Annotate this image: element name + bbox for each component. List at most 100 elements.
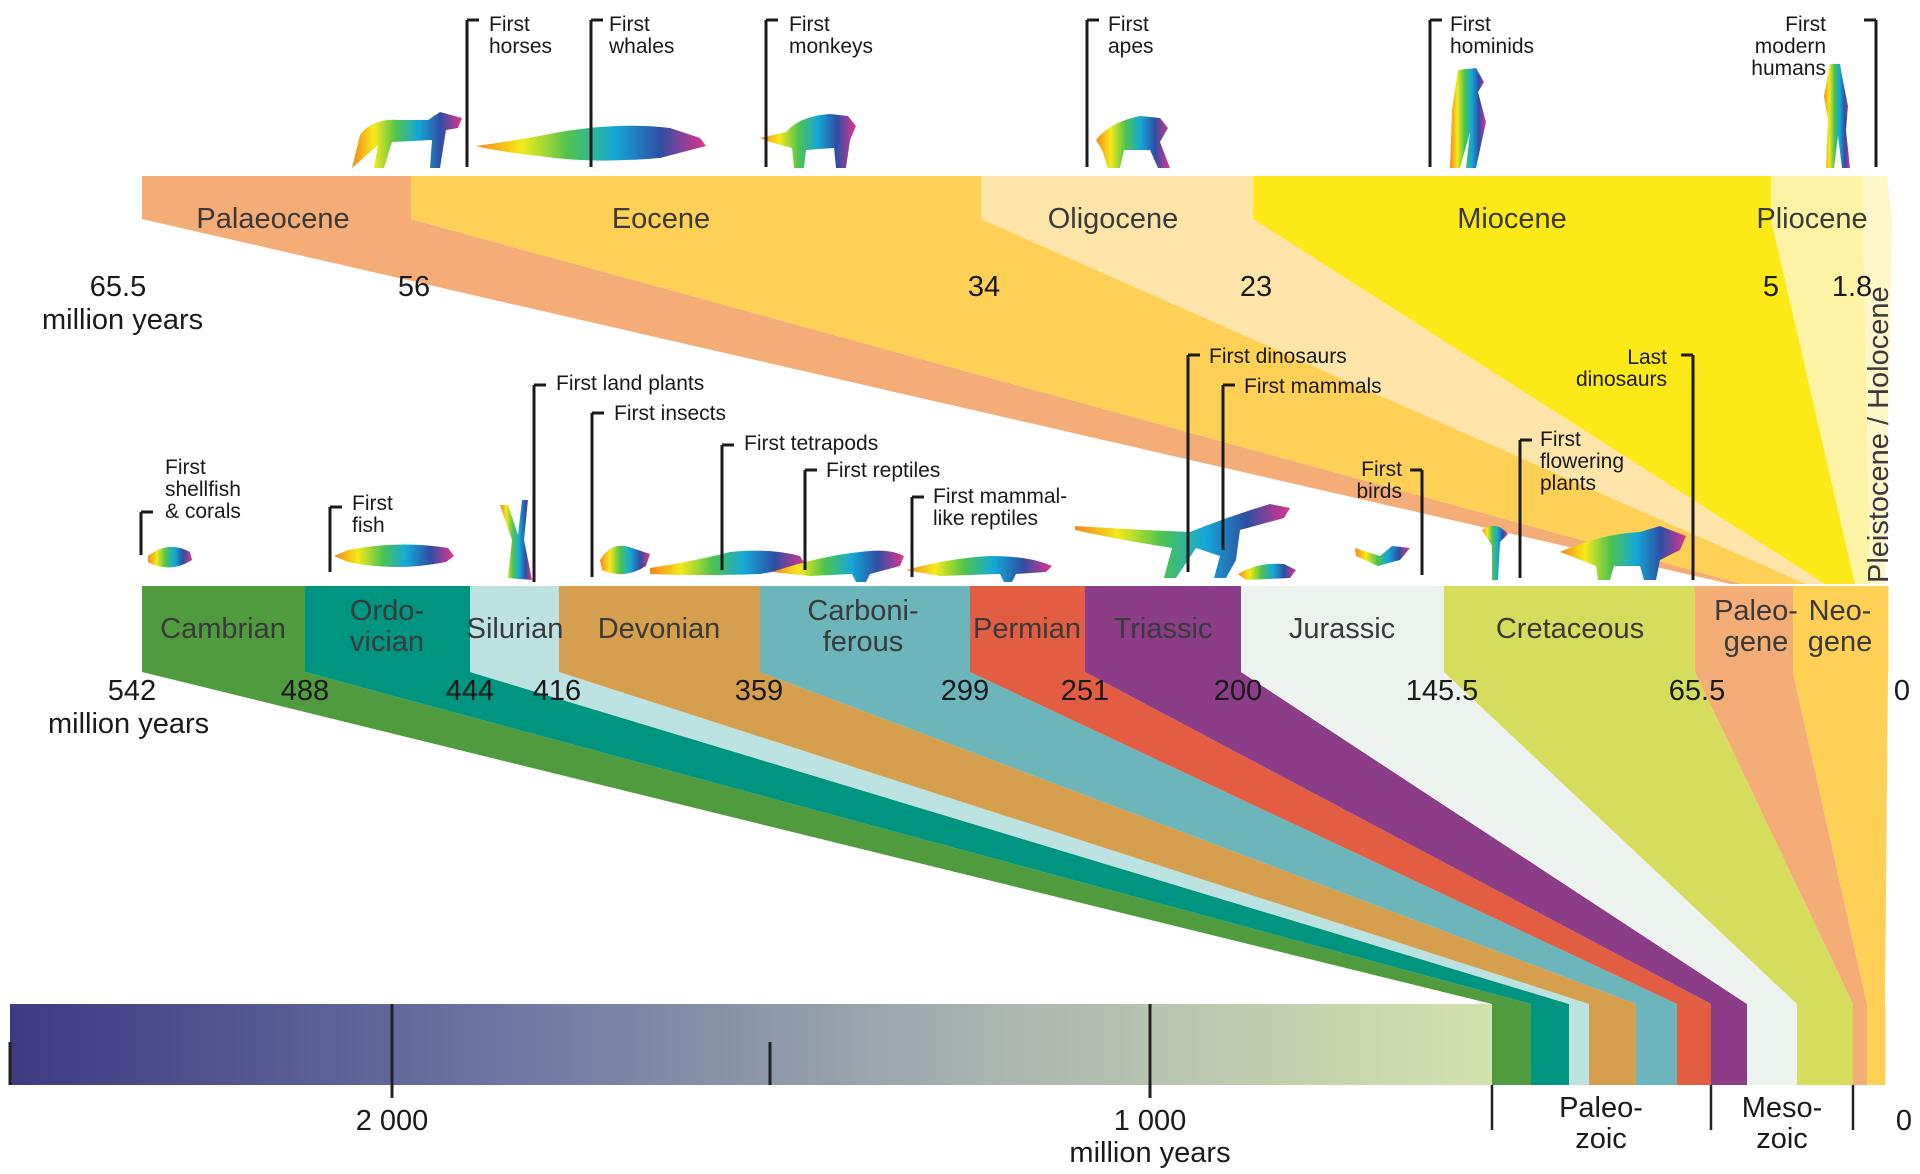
- connector-pleistocene-holocene: [1863, 219, 1892, 584]
- era-label-paleozoic-1: zoic: [1575, 1123, 1627, 1155]
- connector-neogene: [1793, 672, 1888, 1004]
- scale-segment-triassic: [1711, 1004, 1748, 1085]
- period-triassic: [1085, 586, 1242, 672]
- period-label-ordovician-0: Ordo-: [350, 595, 424, 627]
- scale-segment-jurassic: [1747, 1004, 1798, 1085]
- epoch-label-pleistocene-holocene: Pleistocene / Holocene: [1863, 286, 1895, 583]
- animal-silhouettes: [148, 64, 1850, 582]
- period-tick-6: 251: [1061, 675, 1109, 707]
- connector-triassic: [1085, 672, 1747, 1004]
- epoch-tick-5: 1.8: [1832, 271, 1872, 303]
- event-label-first-modern-humans-1: modern: [1755, 35, 1826, 58]
- period-devonian: [559, 586, 761, 672]
- period-tick-0: 542: [108, 675, 156, 707]
- epoch-bar: [142, 176, 1892, 219]
- period-bar: [142, 586, 1889, 672]
- period-tick-2: 444: [446, 675, 494, 707]
- horse-silhouette-icon: [352, 112, 462, 168]
- connector-cretaceous: [1444, 672, 1853, 1004]
- event-label-first-shellfish-corals-2: & corals: [165, 500, 241, 523]
- labels: Palaeocene Eocene Oligocene Miocene Pliocene…: [42, 203, 1912, 1169]
- era-label-mesozoic-1: zoic: [1756, 1123, 1808, 1155]
- connector-silurian: [470, 672, 1589, 1004]
- event-first-tetrapods: First tetrapods: [720, 432, 878, 570]
- scale-segment-carboniferous: [1636, 1004, 1678, 1085]
- epoch-tick-2: 34: [968, 271, 1000, 303]
- event-label-first-birds-1: birds: [1356, 480, 1402, 503]
- triceratops-silhouette-icon: [1560, 526, 1686, 580]
- period-label-ordovician-1: vician: [350, 626, 424, 658]
- scale-segment-silurian: [1569, 1004, 1590, 1085]
- epoch-label-eocene: Eocene: [612, 203, 710, 235]
- event-label-first-land-plants-0: First land plants: [556, 372, 704, 395]
- period-jurassic: [1241, 586, 1445, 672]
- flower-silhouette-icon: [1482, 525, 1508, 580]
- epoch-tick-1: 56: [398, 271, 430, 303]
- fish-silhouette-icon: [334, 544, 454, 567]
- epoch-pliocene: [1771, 176, 1863, 219]
- epoch-tick-0: 65.5: [90, 271, 146, 303]
- period-label-cambrian: Cambrian: [160, 613, 286, 645]
- epoch-tick-4: 5: [1763, 271, 1779, 303]
- event-label-first-dinosaurs-0: First dinosaurs: [1209, 345, 1347, 368]
- event-first-insects: First insects: [590, 402, 726, 577]
- period-label-triassic: Triassic: [1114, 613, 1213, 645]
- scale-tick-1: 1 000: [1114, 1105, 1187, 1137]
- period-label-jurassic: Jurassic: [1289, 613, 1395, 645]
- event-label-first-shellfish-corals-1: shellfish: [165, 478, 241, 501]
- connector-palaeocene: [142, 219, 1742, 584]
- event-label-first-flowering-plants-1: flowering: [1540, 450, 1624, 473]
- event-label-first-monkeys-1: monkeys: [789, 35, 873, 58]
- period-label-paleogene-0: Paleo-: [1714, 595, 1798, 627]
- monkey-silhouette-icon: [760, 114, 856, 168]
- scale-tick-unit: million years: [1069, 1137, 1230, 1169]
- event-markers: FirsthorsesFirstwhalesFirstmonkeysFirsta…: [139, 13, 1878, 582]
- event-label-first-modern-humans-0: First: [1785, 13, 1826, 36]
- period-ordovician: [305, 586, 471, 672]
- event-first-reptiles: First reptiles: [803, 459, 940, 570]
- epoch-label-miocene: Miocene: [1457, 203, 1567, 235]
- epoch-miocene: [1253, 176, 1771, 219]
- epoch-eocene: [411, 176, 981, 219]
- connector-eocene: [411, 219, 1806, 584]
- connector-bands: [142, 219, 1892, 1004]
- period-label-neogene-1: gene: [1808, 626, 1873, 658]
- event-label-first-hominids-0: First: [1450, 13, 1491, 36]
- event-label-first-hominids-1: hominids: [1450, 35, 1534, 58]
- event-label-first-whales-1: whales: [608, 35, 674, 58]
- connector-jurassic: [1241, 672, 1797, 1004]
- epoch-label-pliocene: Pliocene: [1756, 203, 1867, 235]
- event-label-first-fish-1: fish: [352, 514, 385, 537]
- event-label-first-apes-1: apes: [1108, 35, 1154, 58]
- event-first-mammal-like-reptiles: First mammal-like reptiles: [910, 485, 1067, 577]
- era-label-paleozoic-0: Paleo-: [1559, 1092, 1643, 1124]
- event-label-first-fish-0: First: [352, 492, 393, 515]
- connector-cambrian: [142, 672, 1531, 1004]
- event-label-first-mammals-0: First mammals: [1244, 375, 1382, 398]
- period-cretaceous: [1444, 586, 1696, 672]
- connector-devonian: [559, 672, 1636, 1004]
- event-first-mammals: First mammals: [1221, 375, 1382, 550]
- plant-silhouette-icon: [500, 500, 532, 580]
- period-label-carboniferous-1: ferous: [823, 626, 904, 658]
- epoch-tick-3: 23: [1240, 271, 1272, 303]
- event-label-first-tetrapods-0: First tetrapods: [744, 432, 878, 455]
- event-label-first-insects-0: First insects: [614, 402, 726, 425]
- connector-oligocene: [981, 219, 1825, 584]
- period-tick-8: 145.5: [1406, 675, 1479, 707]
- scale-bar: [8, 1004, 1886, 1130]
- epoch-label-oligocene: Oligocene: [1048, 203, 1179, 235]
- epoch-label-palaeocene: Palaeocene: [196, 203, 349, 235]
- connector-carboniferous: [760, 672, 1677, 1004]
- event-label-first-apes-0: First: [1108, 13, 1149, 36]
- event-label-first-whales-0: First: [609, 13, 650, 36]
- dinosaur-silhouette-icon: [1075, 504, 1290, 578]
- period-tick-4: 359: [735, 675, 783, 707]
- period-label-neogene-0: Neo-: [1809, 595, 1872, 627]
- period-label-paleogene-1: gene: [1724, 626, 1789, 658]
